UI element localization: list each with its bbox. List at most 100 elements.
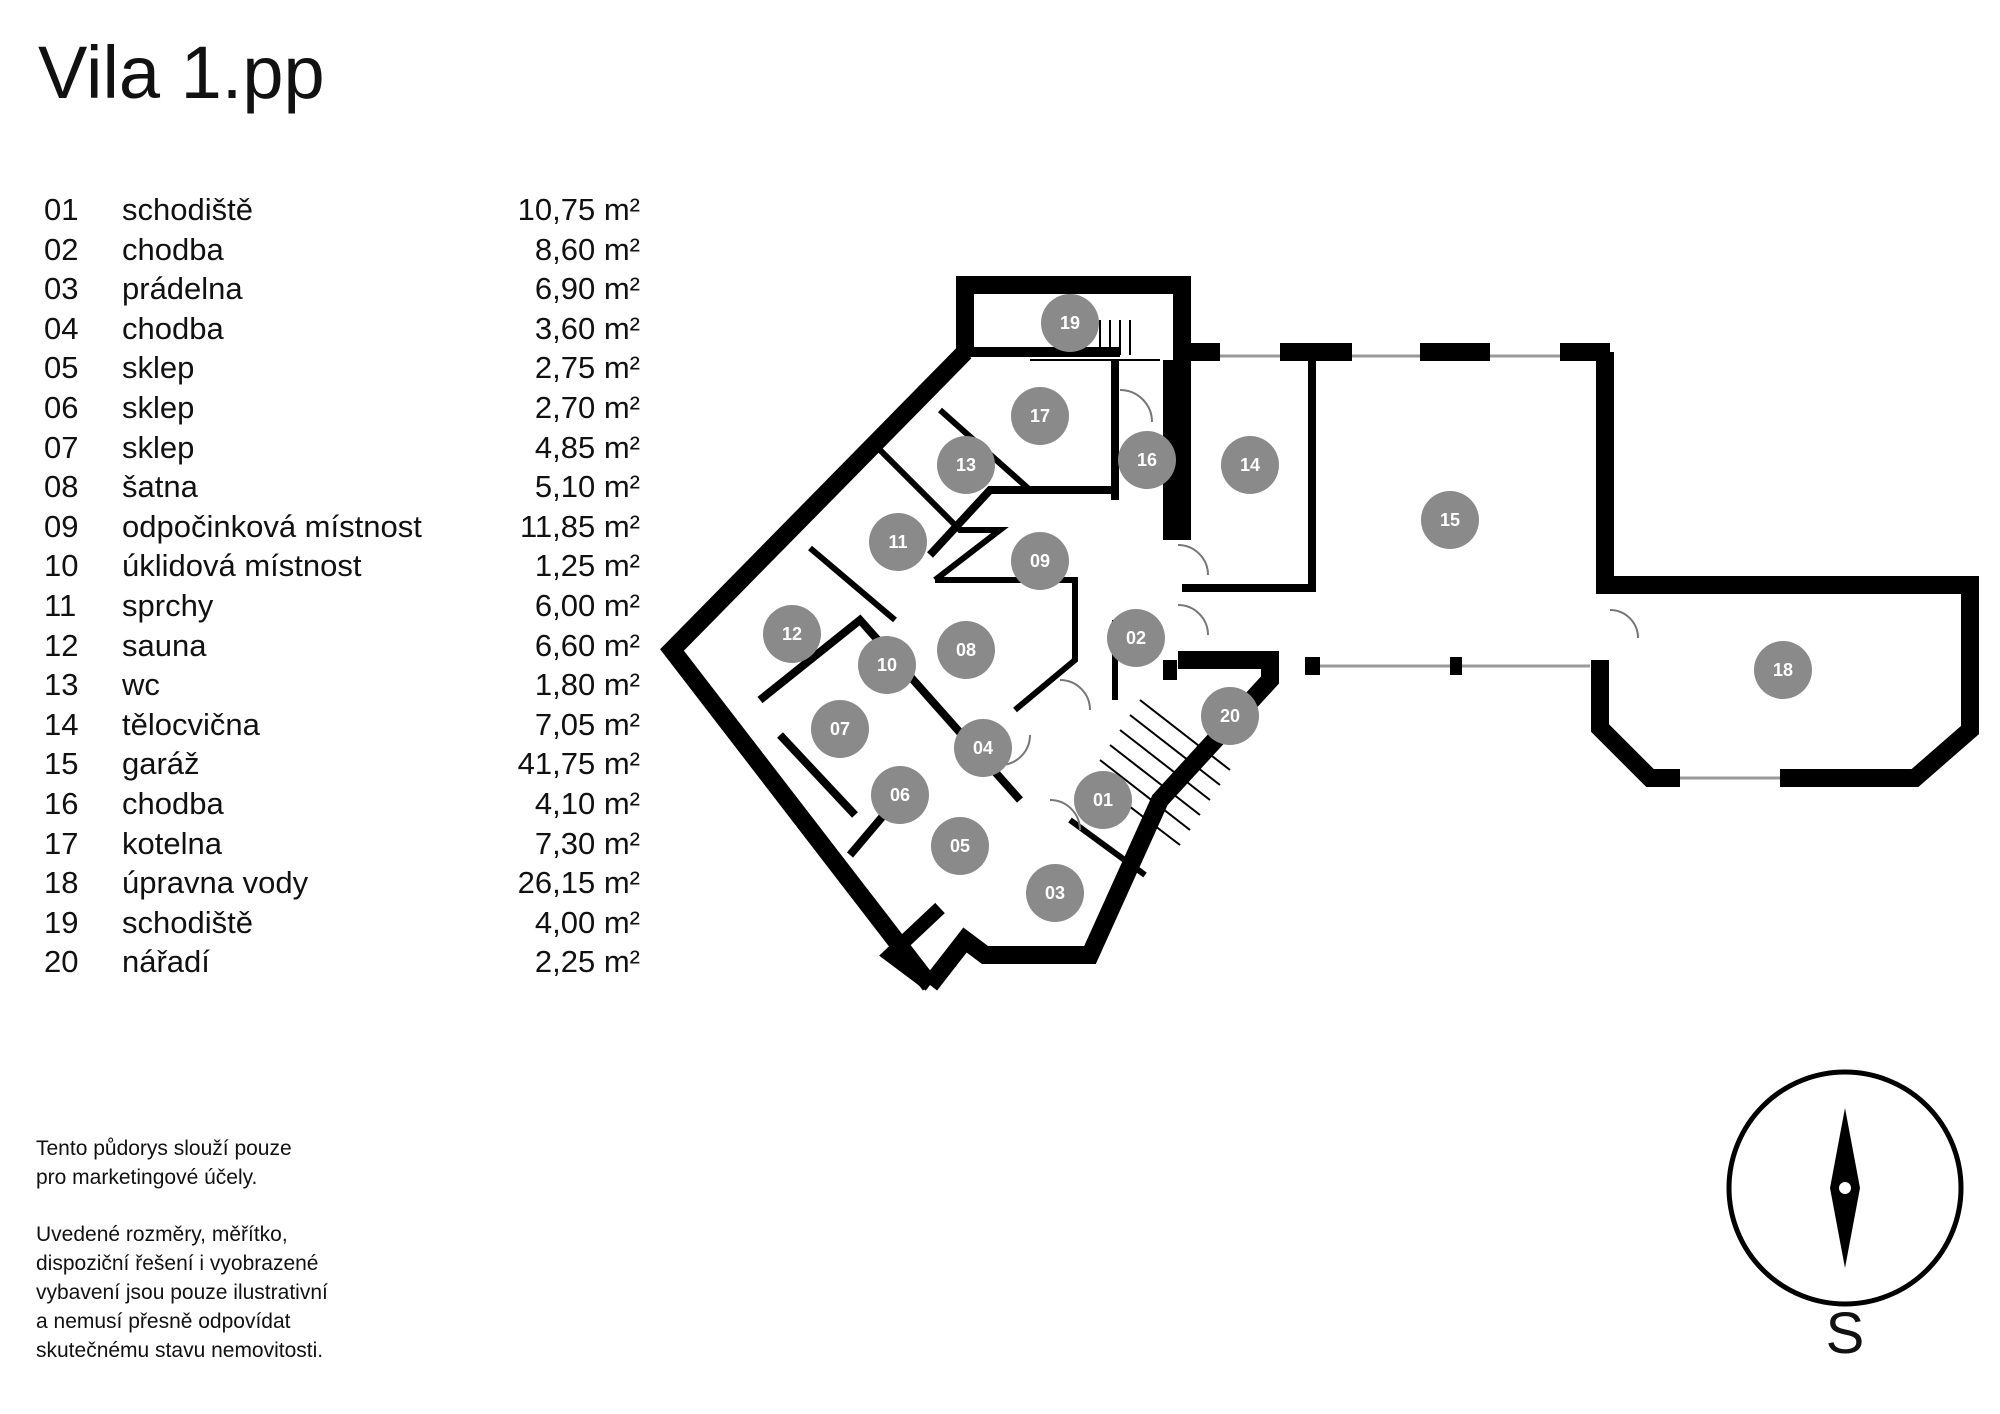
room-area: 6,90 m² — [534, 271, 640, 307]
room-number: 19 — [44, 904, 79, 940]
wall-sep-14-15 — [1182, 360, 1316, 592]
legend-row: 20 nářadí 2,25 m² — [40, 942, 640, 982]
room-area: 4,00 m² — [534, 904, 640, 940]
room-marker-label: 19 — [1060, 313, 1080, 333]
room-marker-14 — [1221, 436, 1279, 494]
room-name: úklidová místnost — [122, 548, 362, 584]
room-marker-label: 15 — [1440, 510, 1460, 530]
room-area: 4,10 m² — [534, 785, 640, 821]
wall-north-stair — [956, 276, 1191, 540]
room-name: schodiště — [122, 904, 253, 940]
room-name: nářadí — [122, 944, 210, 980]
room-marker-label: 04 — [973, 738, 993, 758]
windows — [1220, 354, 1780, 780]
room-marker-label: 05 — [950, 836, 970, 856]
room-number: 13 — [44, 667, 79, 703]
wall-int-9 — [1068, 817, 1147, 878]
disclaimer-purpose: Tento půdorys slouží pouze pro marketing… — [36, 1137, 292, 1189]
room-marker-03 — [1026, 864, 1084, 922]
compass-ring — [1726, 1069, 1964, 1307]
room-area: 6,00 m² — [534, 587, 640, 623]
room-marker-label: 14 — [1240, 455, 1260, 475]
wall-west-outer — [660, 345, 972, 991]
room-name: schodiště — [122, 192, 253, 227]
wall-int-5 — [808, 545, 897, 623]
room-name: sklep — [122, 389, 195, 425]
room-marker-05 — [931, 817, 989, 875]
disclaimer-notice: Uvedené rozměry, měřítko, dispoziční řeš… — [36, 1223, 328, 1362]
wall-small-sw — [879, 902, 945, 991]
room-number: 02 — [44, 231, 79, 267]
room-marker-12 — [763, 605, 821, 663]
legend-row: 15 garáž 41,75 m² — [40, 744, 640, 784]
room-area: 2,25 m² — [534, 944, 640, 980]
room-area: 3,60 m² — [534, 310, 640, 346]
room-marker-label: 07 — [830, 719, 850, 739]
room-area: 11,85 m² — [519, 508, 640, 544]
legend-row: 12 sauna 6,60 m² — [40, 626, 640, 666]
room-name: odpočinková místnost — [122, 508, 422, 544]
stairs — [1030, 320, 1231, 846]
room-marker-01 — [1074, 771, 1132, 829]
compass — [1726, 1069, 1964, 1307]
room-number: 06 — [44, 389, 79, 425]
room-name: prádelna — [122, 271, 243, 307]
wall-int-1 — [927, 486, 1115, 558]
room-area: 1,80 m² — [534, 667, 640, 703]
room-marker-label: 01 — [1093, 790, 1113, 810]
room-name: garáž — [122, 746, 200, 782]
room-number: 12 — [44, 627, 79, 663]
room-area: 26,15 m² — [517, 865, 640, 901]
disclaimer: Tento půdorys slouží pouze pro marketing… — [36, 1134, 376, 1393]
wall-sw-block — [922, 651, 1279, 991]
room-marker-09 — [1011, 532, 1069, 590]
room-name: chodba — [122, 310, 224, 346]
room-name: sprchy — [122, 587, 214, 623]
room-name: sauna — [122, 627, 207, 663]
room-marker-11 — [869, 513, 927, 571]
room-area: 7,30 m² — [534, 825, 640, 861]
room-number: 15 — [44, 746, 79, 782]
room-area: 41,75 m² — [517, 746, 640, 782]
room-marker-06 — [871, 766, 929, 824]
room-marker-label: 13 — [956, 455, 976, 475]
room-number: 09 — [44, 508, 79, 544]
room-number: 05 — [44, 350, 79, 386]
room-marker-label: 09 — [1030, 551, 1050, 571]
room-marker-02 — [1107, 609, 1165, 667]
wall-water-south — [1591, 660, 1680, 787]
room-area: 7,05 m² — [534, 706, 640, 742]
room-area: 4,85 m² — [534, 429, 640, 465]
room-name: šatna — [122, 469, 198, 505]
compass-pivot — [1839, 1182, 1851, 1194]
room-marker-label: 03 — [1045, 883, 1065, 903]
room-marker-label: 18 — [1773, 660, 1793, 680]
room-marker-10 — [858, 636, 916, 694]
room-marker-19 — [1041, 294, 1099, 352]
room-name: chodba — [122, 231, 224, 267]
door-swings — [999, 389, 1639, 831]
wall-garage-east — [1596, 352, 1979, 787]
room-area: 6,60 m² — [534, 627, 640, 663]
room-number: 20 — [44, 944, 79, 980]
compass-letter: S — [1825, 1301, 1865, 1366]
room-number: 14 — [44, 706, 79, 742]
room-marker-18 — [1754, 641, 1812, 699]
room-marker-label: 12 — [782, 624, 802, 644]
room-marker-15 — [1421, 491, 1479, 549]
room-area: 5,10 m² — [534, 469, 640, 505]
room-name: chodba — [122, 785, 224, 821]
room-marker-08 — [937, 621, 995, 679]
walls — [660, 276, 1979, 991]
wall-int-4 — [867, 437, 1009, 583]
room-number: 18 — [44, 865, 79, 901]
room-marker-label: 10 — [877, 655, 897, 675]
